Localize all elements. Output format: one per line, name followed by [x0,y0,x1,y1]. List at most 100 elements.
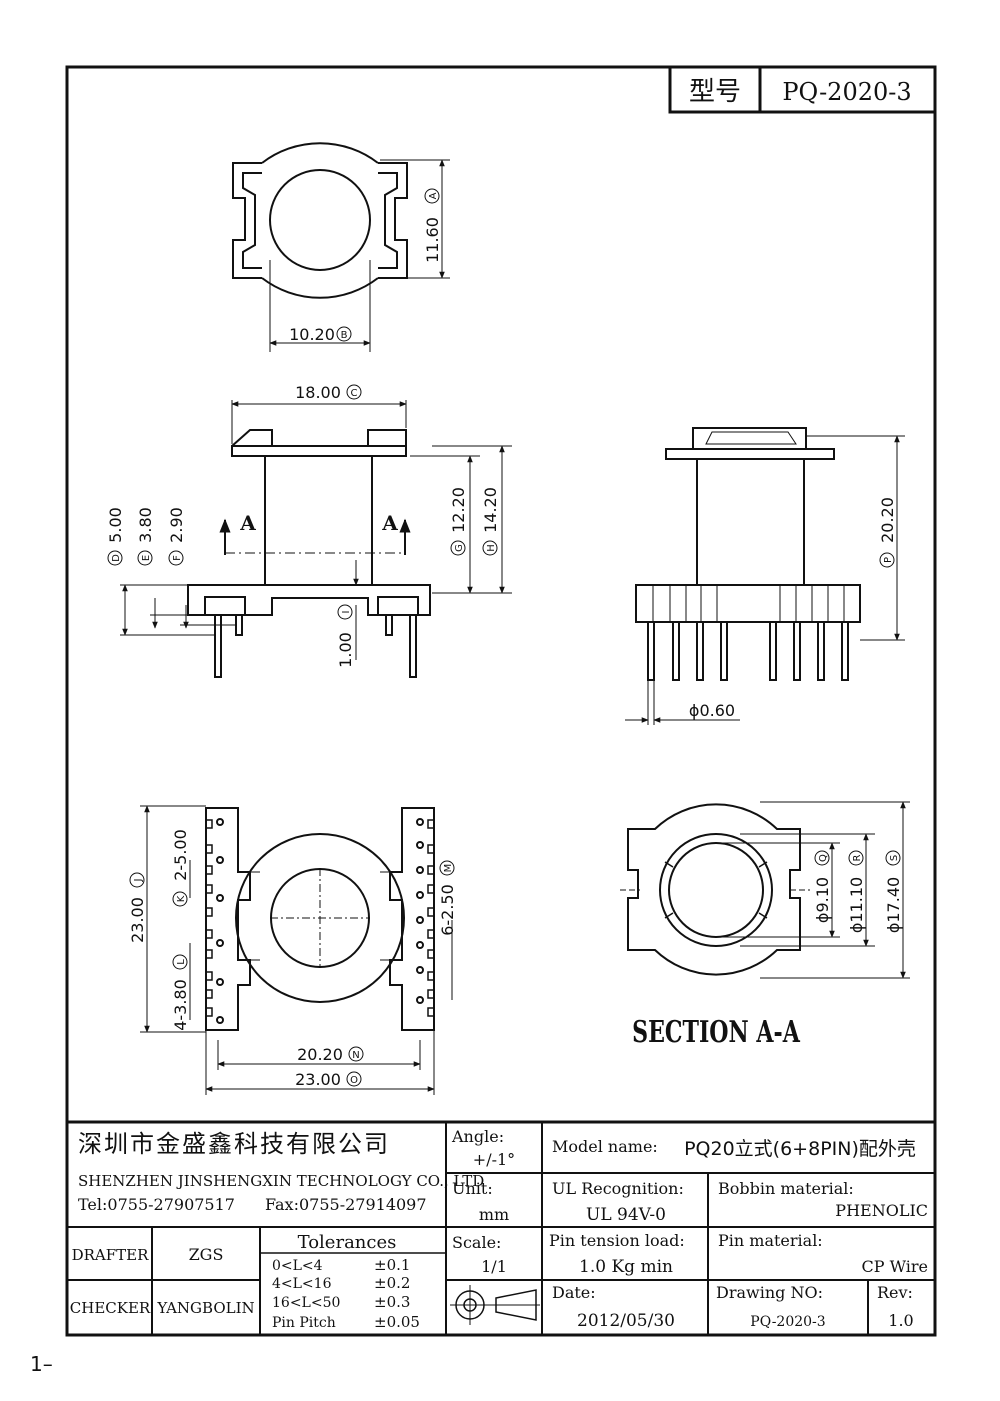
dim-p-tag: P [883,557,894,563]
dim-e-marker [137,550,153,566]
dim-q-value: ϕ9.10 [813,877,832,923]
bobbin-material-value: PHENOLIC [835,1201,928,1220]
top-view [232,142,450,352]
dim-p-value: 20.20 [878,497,897,543]
title-block [67,1120,935,1335]
tolerance-value: ±0.05 [374,1313,420,1331]
dim-b-value: 10.20 [289,325,335,344]
bobbin-material-label: Bobbin material: [718,1179,854,1198]
dim-s-value: ϕ17.40 [884,877,903,933]
dim-e-value: 3.80 [136,507,155,543]
dim-m-value: 6-2.50 [438,884,457,936]
dim-b-tag: B [341,330,348,341]
date-label: Date: [552,1283,596,1302]
dim-l-marker [172,954,188,970]
model-name-label: Model name: [552,1137,658,1156]
company-tel: Tel:0755-27907517 [78,1195,235,1214]
dim-c-marker [346,384,362,400]
dim-c-value: 18.00 [295,383,341,402]
dim-g-tag: G [454,544,465,552]
dim-q-marker [814,850,830,866]
unit-value: mm [479,1205,509,1224]
section-marker-left: A [239,511,256,535]
tolerance-value: ±0.3 [374,1293,410,1311]
unit-label: Unit: [452,1179,493,1198]
ul-value: UL 94V-0 [586,1205,666,1225]
dim-b-marker [336,326,352,342]
dim-h-tag: H [486,544,497,552]
dim-n-tag: N [352,1050,359,1061]
scale-label: Scale: [452,1233,501,1252]
company-name-en: SHENZHEN JINSHENGXIN TECHNOLOGY CO., LTD [78,1172,484,1190]
dim-r-marker [848,850,864,866]
dim-d-value: 5.00 [106,507,125,543]
dim-p-marker [879,552,895,568]
tolerances-title: Tolerances [298,1232,397,1253]
dim-m-tag: M [443,864,454,873]
dim-n-value: 20.20 [297,1045,343,1064]
model-header-value: PQ-2020-3 [782,78,911,106]
dim-o-marker [346,1071,362,1087]
section-title: SECTION A-A [632,1015,800,1050]
tolerance-value: ±0.1 [374,1256,410,1274]
dim-o-tag: O [350,1075,358,1086]
dim-k-marker [172,891,188,907]
checker-label: CHECKER [70,1299,151,1317]
section-view [620,801,910,979]
rev-label: Rev: [877,1283,913,1302]
drafter-value: ZGS [189,1245,224,1264]
side-view [625,427,905,725]
dim-g-value: 12.20 [449,487,468,533]
dim-q-tag: Q [818,854,829,862]
dim-r-value: ϕ11.10 [847,877,866,933]
dim-h-marker [482,540,498,556]
dim-j-marker [129,872,145,888]
dim-pin-diameter: ϕ0.60 [689,701,735,720]
dim-a-marker [424,188,440,204]
dim-j-tag: J [133,879,144,883]
dim-k-value: 2-5.00 [171,829,190,881]
pin-material-value: CP Wire [862,1257,929,1276]
dim-g-marker [450,540,466,556]
dim-d-tag: D [111,554,122,562]
bottom-view [140,805,453,1095]
dim-o-value: 23.00 [295,1070,341,1089]
pin-tension-label: Pin tension load: [549,1231,685,1250]
model-header-label: 型号 [689,77,741,107]
dim-s-tag: S [889,855,900,861]
checker-value: YANGBOLIN [156,1299,254,1317]
scale-value: 1/1 [481,1257,507,1276]
dim-i-marker [337,604,353,620]
dim-j-value: 23.00 [128,897,147,943]
dim-f-marker [168,550,184,566]
drawing-no-value: PQ-2020-3 [750,1314,825,1330]
tolerance-range: 0<L<4 [272,1258,323,1274]
dim-s-marker [885,850,901,866]
drawing-no-label: Drawing NO: [716,1283,823,1302]
sheet-border [65,65,937,1337]
dim-h-value: 14.20 [481,487,500,533]
pin-tension-value: 1.0 Kg min [579,1257,673,1277]
dim-r-tag: R [852,854,863,861]
front-view [120,400,512,678]
dim-e-tag: E [141,555,152,561]
tolerance-range: 16<L<50 [272,1295,340,1311]
model-header-box: 型号 PQ-2020-3 [668,65,937,114]
dim-i-tag: I [341,611,352,614]
drafter-label: DRAFTER [72,1246,150,1264]
tolerance-range: Pin Pitch [272,1315,336,1331]
dim-a-tag: A [428,192,439,199]
angle-label: Angle: [451,1127,504,1146]
dim-l-tag: L [176,959,187,965]
dim-l-value: 4-3.80 [171,979,190,1031]
dim-k-tag: K [176,895,187,902]
angle-value: +/-1° [473,1150,515,1169]
section-marker-right: A [381,511,398,535]
dim-a-value: 11.60 [423,217,442,263]
dim-n-marker [348,1046,364,1062]
tolerance-value: ±0.2 [374,1274,410,1292]
tolerance-table: 0<L<4 ±0.1 4<L<16 ±0.2 16<L<50 ±0.3 Pin … [272,1256,420,1331]
rev-value: 1.0 [888,1311,913,1330]
dim-d-marker [107,550,123,566]
